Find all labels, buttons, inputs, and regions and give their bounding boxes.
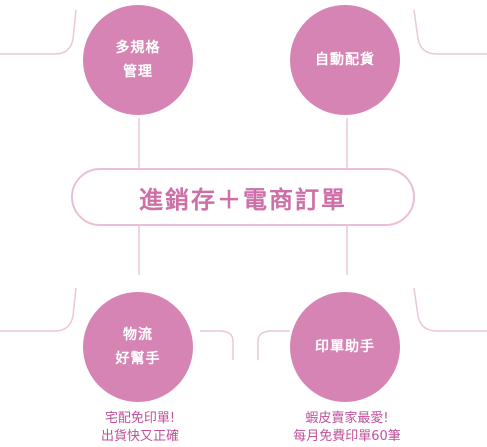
auto-dispatch-node: 自動配貨 [290, 5, 400, 115]
center-title-pill: 進銷存＋電商訂單 [71, 168, 415, 226]
connector-tr-right [413, 9, 487, 55]
caption-line1: 蝦皮賣家最愛! [305, 411, 389, 426]
node-label-line2: 好幫手 [115, 351, 161, 367]
connector-bl-right [200, 330, 234, 360]
center-title: 進銷存＋電商訂單 [139, 185, 347, 214]
logistics-helper-node: 物流 好幫手 [83, 292, 193, 402]
node-label-line1: 自動配貨 [315, 52, 375, 68]
caption-line2: 出貨快又正確 [100, 429, 179, 444]
node-label-line1: 物流 [123, 327, 153, 343]
node-label-line2: 管理 [123, 64, 153, 80]
connector-br-left [257, 330, 290, 360]
node-label-line1: 印單助手 [315, 339, 375, 355]
print-helper-node: 印單助手 [290, 292, 400, 402]
caption-line2: 每月免費印單60筆 [293, 429, 401, 444]
node-label-line1: 多規格 [115, 40, 161, 56]
caption-line1: 宅配免印單! [104, 411, 176, 426]
print-helper-caption: 蝦皮賣家最愛! 每月免費印單60筆 [262, 410, 432, 446]
connector-bl-left [0, 287, 77, 332]
multi-spec-management-node: 多規格 管理 [83, 5, 193, 115]
connector-tl-left [0, 9, 77, 55]
connector-br-right [413, 287, 487, 332]
logistics-caption: 宅配免印單! 出貨快又正確 [55, 410, 225, 446]
